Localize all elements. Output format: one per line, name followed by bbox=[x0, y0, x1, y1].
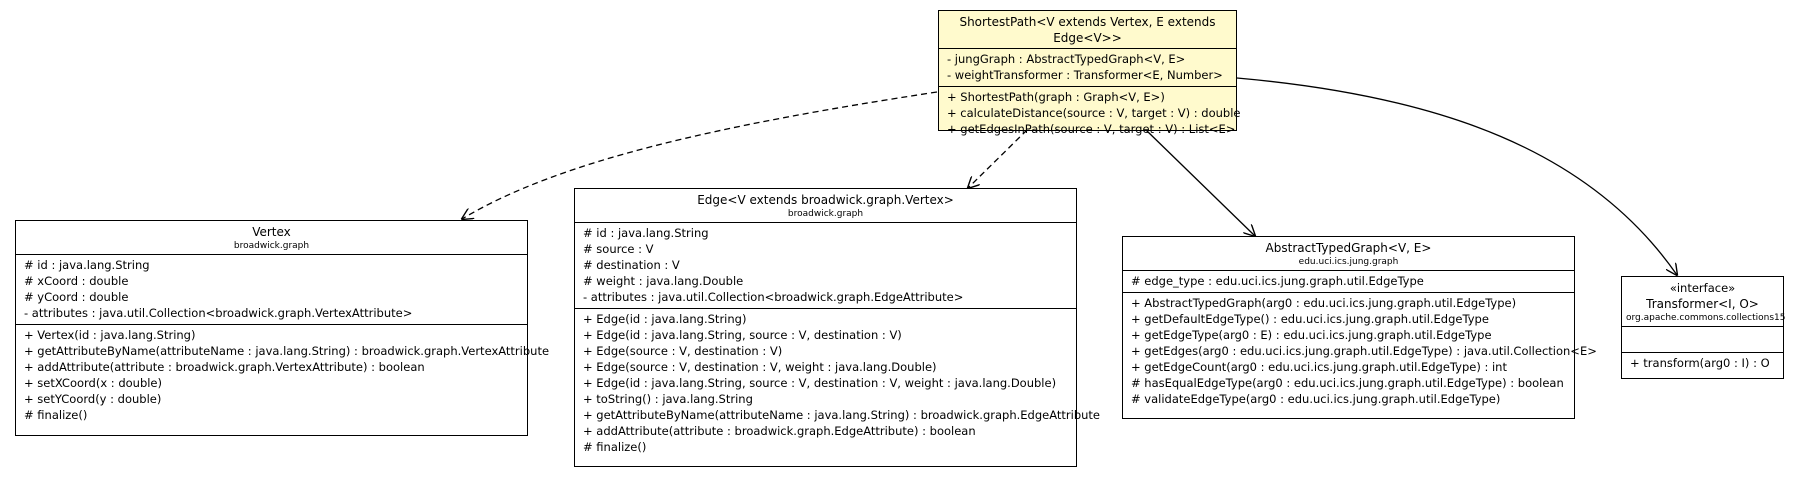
operations-section: + transform(arg0 : I) : O bbox=[1622, 353, 1783, 374]
operation: + calculateDistance(source : V, target :… bbox=[947, 106, 1241, 120]
attributes-section: # id : java.lang.String # source : V # d… bbox=[575, 223, 1076, 309]
attribute: # edge_type : edu.uci.ics.jung.graph.uti… bbox=[1131, 274, 1424, 288]
operations-section: + ShortestPath(graph : Graph<V, E>) + ca… bbox=[939, 87, 1241, 140]
association-arrow-transformer bbox=[1236, 77, 1677, 275]
attribute: - jungGraph : AbstractTypedGraph<V, E> bbox=[947, 52, 1186, 66]
package-name: broadwick.graph bbox=[787, 209, 864, 219]
operation: + Edge(source : V, destination : V) bbox=[583, 344, 783, 358]
class-name: Vertex bbox=[252, 225, 291, 239]
operation: + ShortestPath(graph : Graph<V, E>) bbox=[947, 90, 1165, 104]
operation: + AbstractTypedGraph(arg0 : edu.uci.ics.… bbox=[1131, 296, 1517, 310]
package-name: edu.uci.ics.jung.graph bbox=[1298, 257, 1399, 267]
class-header: AbstractTypedGraph<V, E> edu.uci.ics.jun… bbox=[1123, 237, 1574, 271]
stereotype-label: «interface» bbox=[1669, 281, 1736, 295]
class-header: ShortestPath<V extends Vertex, E extends… bbox=[939, 11, 1236, 49]
attribute: # destination : V bbox=[583, 258, 680, 272]
operation: # finalize() bbox=[583, 440, 647, 454]
attribute: # yCoord : double bbox=[24, 290, 129, 304]
attributes-section: - jungGraph : AbstractTypedGraph<V, E> -… bbox=[939, 49, 1236, 87]
operation: + getAttributeByName(attributeName : jav… bbox=[24, 344, 550, 358]
association-arrow-abstract-graph bbox=[1145, 129, 1255, 236]
class-header: Edge<V extends broadwick.graph.Vertex> b… bbox=[575, 189, 1076, 223]
operation: + addAttribute(attribute : broadwick.gra… bbox=[583, 424, 976, 438]
package-name: org.apache.commons.collections15 bbox=[1626, 313, 1786, 323]
vertex-class[interactable]: Vertex broadwick.graph # id : java.lang.… bbox=[15, 220, 550, 436]
attribute: # weight : java.lang.Double bbox=[583, 274, 744, 288]
operation: + getEdgeType(arg0 : E) : edu.uci.ics.ju… bbox=[1131, 328, 1492, 342]
edge-class[interactable]: Edge<V extends broadwick.graph.Vertex> b… bbox=[574, 188, 1101, 467]
package-name: broadwick.graph bbox=[233, 241, 310, 251]
operation: + Vertex(id : java.lang.String) bbox=[24, 328, 196, 342]
attribute: # source : V bbox=[583, 242, 654, 256]
class-name: AbstractTypedGraph<V, E> bbox=[1265, 241, 1432, 255]
class-header: Vertex broadwick.graph bbox=[16, 221, 527, 255]
operation: # finalize() bbox=[24, 408, 88, 422]
operation: + getEdgeCount(arg0 : edu.uci.ics.jung.g… bbox=[1131, 360, 1507, 374]
dependency-arrow-edge bbox=[968, 129, 1028, 188]
operation: + toString() : java.lang.String bbox=[583, 392, 753, 406]
attributes-section bbox=[1622, 327, 1783, 353]
operation: + Edge(source : V, destination : V, weig… bbox=[583, 360, 937, 374]
operation: # hasEqualEdgeType(arg0 : edu.uci.ics.ju… bbox=[1131, 376, 1564, 390]
shortest-path-class[interactable]: ShortestPath<V extends Vertex, E extends… bbox=[938, 10, 1241, 136]
operation: + getEdges(arg0 : edu.uci.ics.jung.graph… bbox=[1131, 344, 1597, 358]
operation: + getAttributeByName(attributeName : jav… bbox=[583, 408, 1101, 422]
attribute: - weightTransformer : Transformer<E, Num… bbox=[947, 68, 1223, 82]
operation: + getEdgesInPath(source : V, target : V)… bbox=[947, 122, 1236, 136]
operations-section: + Vertex(id : java.lang.String) + getAtt… bbox=[16, 325, 550, 426]
attribute: - attributes : java.util.Collection<broa… bbox=[24, 306, 413, 320]
operation: + getDefaultEdgeType() : edu.uci.ics.jun… bbox=[1131, 312, 1489, 326]
operation: + Edge(id : java.lang.String) bbox=[583, 312, 747, 326]
operation: + setXCoord(x : double) bbox=[24, 376, 162, 390]
class-name: Transformer<I, O> bbox=[1646, 297, 1759, 311]
operation: + Edge(id : java.lang.String, source : V… bbox=[583, 376, 1057, 390]
operation: + addAttribute(attribute : broadwick.gra… bbox=[24, 360, 425, 374]
operation: + Edge(id : java.lang.String, source : V… bbox=[583, 328, 902, 342]
operations-section: + AbstractTypedGraph(arg0 : edu.uci.ics.… bbox=[1123, 293, 1597, 410]
abstract-typed-graph-class[interactable]: AbstractTypedGraph<V, E> edu.uci.ics.jun… bbox=[1122, 236, 1597, 419]
attribute: - attributes : java.util.Collection<broa… bbox=[583, 290, 964, 304]
dependency-arrow-vertex bbox=[462, 91, 938, 219]
class-header: «interface» Transformer<I, O> org.apache… bbox=[1622, 277, 1786, 327]
transformer-interface[interactable]: «interface» Transformer<I, O> org.apache… bbox=[1621, 276, 1786, 379]
class-name: ShortestPath<V extends Vertex, E extends… bbox=[959, 15, 1216, 45]
operation: + transform(arg0 : I) : O bbox=[1630, 356, 1770, 370]
operation: + setYCoord(y : double) bbox=[24, 392, 162, 406]
attribute: # id : java.lang.String bbox=[583, 226, 709, 240]
attributes-section: # edge_type : edu.uci.ics.jung.graph.uti… bbox=[1123, 271, 1574, 293]
attributes-section: # id : java.lang.String # xCoord : doubl… bbox=[16, 255, 527, 325]
operations-section: + Edge(id : java.lang.String) + Edge(id … bbox=[575, 309, 1101, 458]
attribute: # xCoord : double bbox=[24, 274, 129, 288]
class-name: Edge<V extends broadwick.graph.Vertex> bbox=[697, 193, 954, 207]
attribute: # id : java.lang.String bbox=[24, 258, 150, 272]
operation: # validateEdgeType(arg0 : edu.uci.ics.ju… bbox=[1131, 392, 1501, 406]
